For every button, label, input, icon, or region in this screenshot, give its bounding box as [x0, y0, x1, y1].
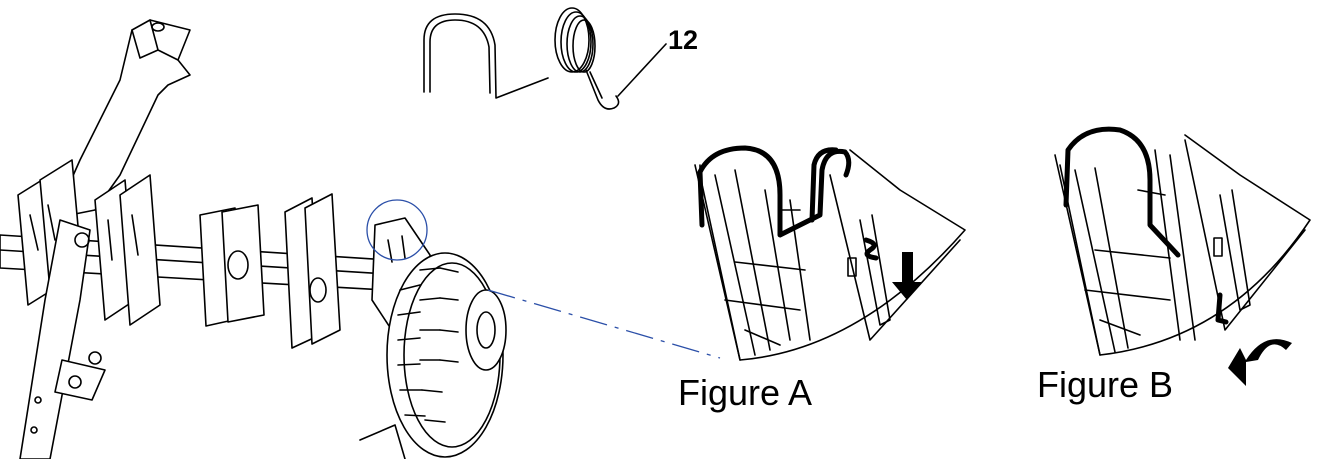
curved-arrow-icon	[1228, 339, 1292, 386]
figure-b-detail	[1054, 126, 1311, 386]
disc-plate-set-2	[94, 174, 161, 326]
detail-callout	[366, 199, 721, 359]
part-leader-line	[617, 43, 667, 97]
down-arrow-icon	[892, 252, 922, 300]
disc-plate-set-3	[199, 204, 265, 327]
figure-b-label: Figure B	[1037, 364, 1174, 405]
tow-bar	[59, 19, 191, 216]
frame-arm	[19, 219, 106, 460]
disc-plate-set-4	[284, 193, 341, 349]
figure-a-label: Figure A	[678, 372, 813, 413]
tire-wheel	[359, 252, 507, 460]
figure-a-detail	[694, 145, 966, 361]
spring-clip-part	[423, 7, 620, 110]
part-number-label: 12	[668, 25, 699, 55]
